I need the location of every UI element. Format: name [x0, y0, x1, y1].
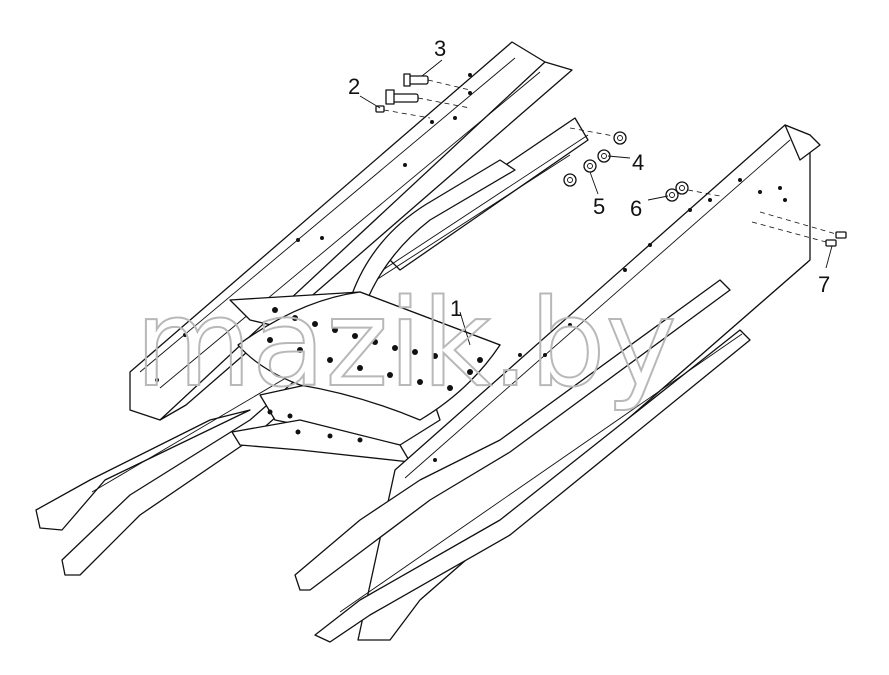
nut-4-icon	[569, 127, 627, 163]
washer-6-icon	[665, 181, 721, 202]
nut-5-icon	[563, 159, 597, 187]
center-cross-plates	[229, 291, 501, 463]
bolt-3-icon	[403, 73, 471, 91]
bolt-2-icon	[375, 89, 471, 119]
callout-7: 7	[818, 272, 830, 297]
callout-labels: 1 2 3 4 5 6 7	[348, 36, 830, 321]
callout-2: 2	[348, 74, 360, 99]
bolt-7-icon	[751, 211, 847, 247]
callout-1: 1	[450, 296, 462, 321]
callout-3: 3	[434, 36, 446, 61]
right-side-member	[294, 124, 821, 643]
callout-6: 6	[630, 196, 642, 221]
callout-5: 5	[593, 194, 605, 219]
callout-4: 4	[632, 150, 644, 175]
inner-left-channel	[344, 117, 589, 306]
watermark-text: mazik.by	[135, 275, 677, 414]
fasteners	[375, 73, 847, 247]
leader-lines	[359, 59, 833, 346]
